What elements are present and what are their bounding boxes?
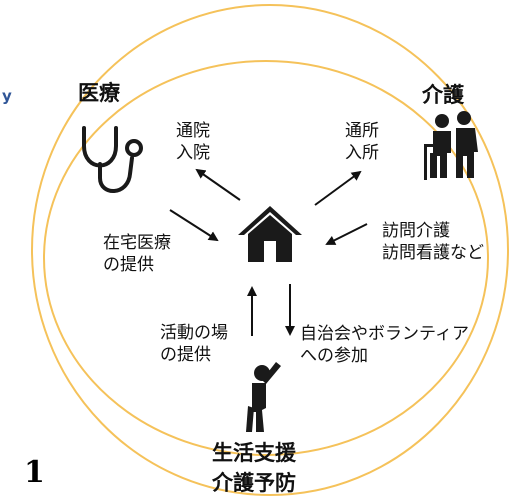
stretching-person-icon [246,362,281,432]
label-home-medical: 在宅医療 の提供 [103,233,171,275]
edge-fragment-left: y [2,87,12,105]
edge-fragment-bottom-left: 1 [24,455,45,490]
label-participation: 自治会やボランティア への参加 [300,324,469,366]
label-home-care: 訪問介護 訪問看護など [382,221,484,263]
outer-ring [31,4,509,496]
support-title-line1: 生活支援 [212,441,296,465]
label-facility: 通所 入所 [345,121,379,163]
arrow-to-hospital [195,168,241,201]
support-title-line2: 介護予防 [212,471,296,495]
care-title: 介護 [422,83,464,107]
arrow-to-facility [314,170,362,206]
label-hospital: 通院 入院 [176,121,210,163]
inner-ring [43,60,489,456]
arrow-home-medical [169,209,219,242]
stethoscope-icon [82,126,143,193]
medical-title: 医療 [78,81,120,105]
arrow-home-care [325,223,368,245]
house-icon [238,206,302,262]
label-activity-place: 活動の場 の提供 [160,323,228,365]
elderly-walking-icon [424,111,478,180]
